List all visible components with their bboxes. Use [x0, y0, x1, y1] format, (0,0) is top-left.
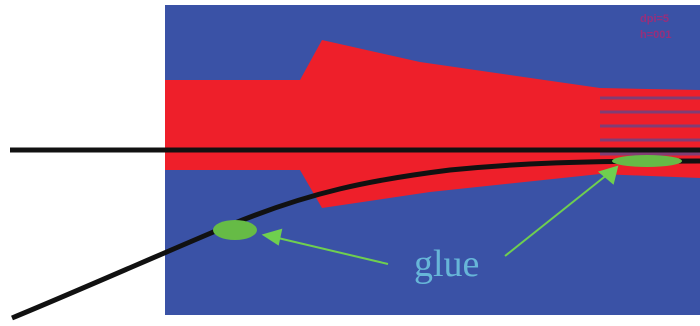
arrow-to-left-glue [277, 237, 389, 265]
field-lines [600, 96, 700, 156]
curved-fiber [11, 158, 700, 321]
arrow-to-right-glue [504, 173, 609, 257]
glue-spot-right [612, 155, 682, 167]
beam-field [165, 40, 700, 208]
corner-text-line-1: dpi=5 [640, 13, 669, 25]
glue-arrows [261, 165, 619, 265]
glue-spot-left [213, 220, 257, 240]
arrowhead-left [261, 228, 283, 246]
corner-text-line-2: h=001 [640, 29, 672, 41]
glue-label: glue [414, 243, 479, 285]
arrowhead-right [597, 165, 619, 185]
